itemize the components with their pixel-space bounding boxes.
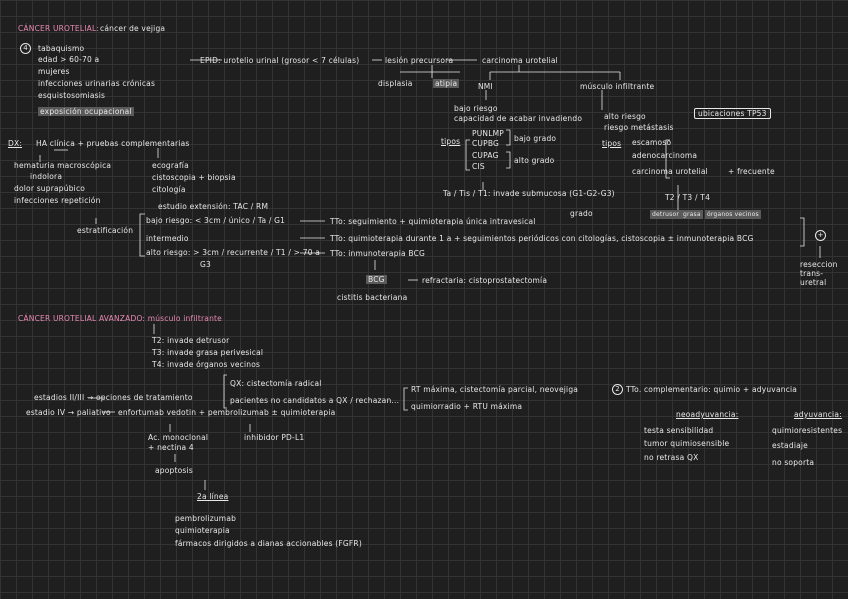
test-item: cistoscopia + biopsia [152, 173, 236, 182]
refractory-treatment: refractaria: cistoprostatectomía [422, 276, 548, 285]
palliative-treatment: enfortumab vedotin + pembrolizumab ± qui… [118, 408, 336, 417]
clinic-item: hematuria macroscópica [14, 161, 112, 170]
nmi-label: NMI [478, 82, 493, 91]
risk-factor: infecciones urinarias crónicas [38, 79, 156, 88]
risk-level-grade: G3 [200, 260, 211, 269]
apoptosis-label: apoptosis [155, 466, 193, 475]
neoadjuvant-item: no retrasa QX [644, 453, 699, 462]
nmi-feature: capacidad de acabar invadiendo [454, 114, 583, 123]
t-stage: T2 / T3 / T4 [665, 193, 711, 202]
adjuvant-label: adyuvancia: [794, 410, 842, 419]
nmi-types-label: tipos [441, 137, 461, 146]
risk-factor: esquistosomiasis [38, 91, 106, 100]
dysplasia-label: displasia [378, 79, 413, 88]
t-sub: detrusor [650, 210, 681, 219]
adjuvant-item: quimioresistentes [772, 426, 843, 435]
risk-factor: tabaquismo [38, 44, 85, 53]
option-noncandidates: pacientes no candidatos a QX / rechazan.… [230, 396, 400, 405]
mi-feature: alto riesgo [604, 112, 646, 121]
bcg-side-effect: cistitis bacteriana [337, 293, 408, 302]
stage-options: estadios II/III → opciones de tratamient… [34, 393, 193, 402]
nmi-type: PUNLMP [472, 129, 504, 138]
nectin-target: + nectina 4 [148, 443, 194, 452]
dx-text: HA clínica + pruebas complementarias [36, 139, 190, 148]
nmi-feature: bajo riesgo [454, 104, 498, 113]
atypia-label: atipia [433, 79, 460, 88]
option-radical: QX: cistectomía radical [230, 379, 322, 388]
clinic-item: indolora [30, 172, 63, 181]
risk-level: bajo riesgo: < 3cm / único / Ta / G1 [146, 216, 286, 225]
stage-item: T3: invade grasa perivesical [152, 348, 264, 357]
nmi-type: CUPAG [472, 151, 499, 160]
risk-factor: mujeres [38, 67, 70, 76]
mi-type: adenocarcinoma [632, 151, 698, 160]
neoadjuvant-item: tumor quimiosensible [644, 439, 730, 448]
ta-stage-line: Ta / Tis / T1: invade submucosa (G1-G2-G… [443, 189, 615, 198]
monoclonal-ab: Ac. monoclonal [148, 433, 209, 442]
nmi-type: CUPBG [472, 139, 500, 148]
mi-types-label: tipos [602, 139, 622, 148]
recurrence-text: reseccion trans-uretral [800, 260, 838, 287]
mi-type-note: + frecuente [728, 167, 775, 176]
risk-level: intermedio [146, 234, 189, 243]
stage-palliative: estadio IV → paliativo [26, 408, 111, 417]
complementary-treatment: TTo. complementario: quimio + adyuvancia [626, 385, 798, 394]
epidemiology-text: EPID: urotelio urinal (grosor < 7 célula… [200, 56, 360, 65]
high-grade-label: alto grado [514, 156, 555, 165]
option-rt: RT máxima, cistectomía parcial, neovejig… [411, 385, 579, 394]
section1-title: CÁNCER UROTELIAL: [18, 24, 100, 33]
adjuvant-item: estadiaje [772, 441, 808, 450]
t-sub: grasa [681, 210, 703, 219]
pdl1-inhibitor: inhibidor PD-L1 [244, 433, 305, 442]
risk-level: alto riesgo: > 3cm / recurrente / T1 / >… [146, 248, 321, 257]
mi-label: músculo infiltrante [580, 82, 655, 91]
neoadjuvant-item: testa sensibilidad [644, 426, 714, 435]
grade-label: grado [570, 209, 593, 218]
mi-feature: riesgo metástasis [604, 123, 674, 132]
stage-item: T4: invade órganos vecinos [152, 360, 261, 369]
treatment-high: TTo: inmunoterapia BCG [330, 249, 426, 258]
stage-item: T2: invade detrusor [152, 336, 230, 345]
mi-type: carcinoma urotelial [632, 167, 708, 176]
second-line-label: 2a línea [197, 492, 229, 501]
stratification-label: estratificación [77, 226, 134, 235]
second-line-item: pembrolizumab [175, 514, 237, 523]
nmi-type: CIS [472, 162, 485, 171]
tp53-box: ubicaciones TP53 [694, 108, 771, 119]
risk-factor: edad > 60-70 a [38, 55, 100, 64]
number-marker: 4 [20, 43, 31, 54]
clinic-item: dolor suprapúbico [14, 184, 86, 193]
section2-title: CÁNCER UROTELIAL AVANZADO: músculo infil… [18, 314, 222, 323]
neoadjuvant-label: neoadyuvancia: [676, 410, 739, 419]
recurrence-marker: + [815, 230, 826, 241]
test-item: ecografía [152, 161, 189, 170]
test-item: estudio extensión: TAC / RM [158, 202, 269, 211]
risk-factor: exposición ocupacional [38, 107, 134, 116]
urothelial-carcinoma: carcinoma urotelial [482, 56, 558, 65]
test-item: citología [152, 185, 186, 194]
mi-type: escamoso [632, 138, 672, 147]
bcg-label: BCG [366, 275, 387, 284]
t-sub: órganos vecinos [705, 210, 761, 219]
precursor-lesion: lesión precursora [385, 56, 454, 65]
dx-label: DX: [8, 139, 23, 148]
clinic-item: infecciones repetición [14, 196, 101, 205]
second-line-item: fármacos dirigidos a dianas accionables … [175, 539, 362, 548]
treatment-intermediate: TTo: quimioterapia durante 1 a + seguimi… [330, 234, 754, 243]
option-chemoradio: quimiorradio + RTU máxima [411, 402, 523, 411]
second-line-item: quimioterapia [175, 526, 230, 535]
section1-subtitle: cáncer de vejiga [100, 24, 166, 33]
low-grade-label: bajo grado [514, 134, 557, 143]
adjuvant-item: no soporta [772, 458, 815, 467]
treatment-low: TTo: seguimiento + quimioterapia única i… [330, 217, 536, 226]
complementary-marker: 2 [612, 384, 623, 395]
